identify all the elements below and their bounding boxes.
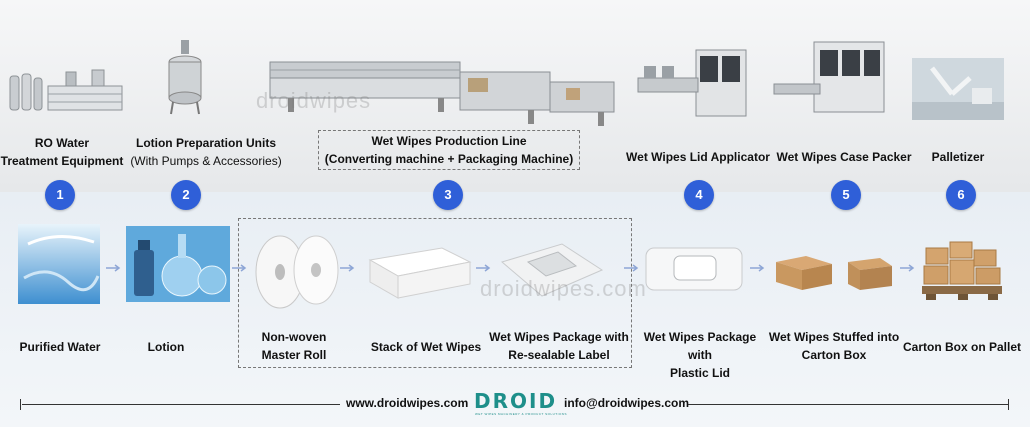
machine-label-case-packer: Wet Wipes Case Packer xyxy=(776,150,912,164)
machine-label-lid-applicator: Wet Wipes Lid Applicator xyxy=(626,150,770,164)
step-badge-3: 3 xyxy=(433,180,463,210)
production-line-image xyxy=(269,61,615,126)
droid-logo-tagline: WET WIPES MACHINERY & PRODUCT SOLUTIONS xyxy=(475,412,567,416)
step-badge-4: 4 xyxy=(684,180,714,210)
flow-arrow-7 xyxy=(900,264,915,272)
step-badge-5: 5 xyxy=(831,180,861,210)
palletizer-image xyxy=(912,58,1004,120)
purified-water-image xyxy=(18,224,100,304)
lotion-image xyxy=(126,226,230,302)
flow-arrow-4 xyxy=(476,264,491,272)
ro-water-equipment-image xyxy=(9,69,123,111)
lid-applicator-image xyxy=(637,49,747,117)
resealable-package-image xyxy=(500,243,604,297)
watermark-top: droidwipes xyxy=(256,88,372,113)
converting-frame xyxy=(238,218,632,368)
production-line-frame xyxy=(318,130,580,170)
flow-arrow-2 xyxy=(232,264,247,272)
plastic-lid-package-image xyxy=(645,247,743,291)
product-label-pallet: Carton Box on Pallet xyxy=(902,340,1021,354)
product-label-wipes-stack: Stack of Wet Wipes xyxy=(370,340,482,354)
step-badge-2: 2 xyxy=(171,180,201,210)
footer-rule-right xyxy=(688,404,1008,405)
carton-pallet-image xyxy=(922,241,1002,300)
flow-arrow-1 xyxy=(106,264,121,272)
product-label-purified-water: Purified Water xyxy=(19,340,101,354)
footer-website-link[interactable]: www.droidwipes.com xyxy=(346,396,469,410)
flow-arrow-3 xyxy=(340,264,355,272)
droid-logo: DROID xyxy=(474,389,558,413)
machine-label-palletizer: Palletizer xyxy=(931,150,985,164)
flow-arrow-6 xyxy=(750,264,765,272)
step-badge-6: 6 xyxy=(946,180,976,210)
watermark-bottom: droidwipes.com xyxy=(480,276,647,301)
non-woven-roll-image xyxy=(255,235,339,309)
case-packer-image xyxy=(773,41,885,113)
machine-label-lotion-units: Lotion Preparation Units(With Pumps & Ac… xyxy=(130,136,282,168)
carton-box-image xyxy=(776,256,892,290)
flow-arrow-5 xyxy=(624,264,639,272)
lotion-tank-image xyxy=(168,40,202,115)
footer-rule-left xyxy=(22,404,340,405)
footer-email-link[interactable]: info@droidwipes.com xyxy=(564,396,690,410)
machine-label-production-line: Wet Wipes Production Line(Converting mac… xyxy=(324,134,574,166)
step-badge-1: 1 xyxy=(45,180,75,210)
footer-rule-right-cap xyxy=(1008,399,1009,410)
product-label-lotion: Lotion xyxy=(147,340,185,354)
wipes-stack-image xyxy=(368,247,472,299)
footer-rule-left-cap xyxy=(20,399,21,410)
